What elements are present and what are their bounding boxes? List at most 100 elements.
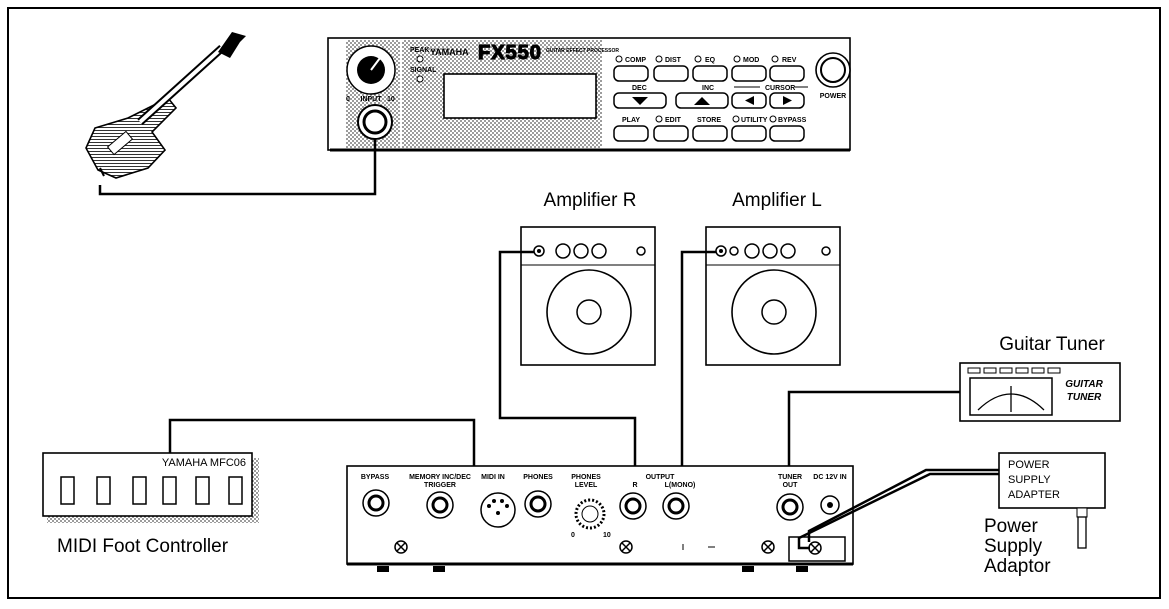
power-label: POWER [820, 93, 846, 100]
rev-label: REV [782, 57, 797, 64]
adapter-caption-line3: Adaptor [984, 556, 1051, 577]
midi-cable [168, 418, 476, 466]
guitar-tuner: GUITAR TUNER [959, 362, 1121, 422]
guitar-cable [98, 139, 377, 196]
foot-controller-caption: MIDI Foot Controller [57, 536, 229, 557]
adapter-cable-b [797, 472, 999, 550]
output-r-jack [619, 492, 647, 520]
phones-label: PHONES [523, 474, 553, 481]
tuner-cable [787, 390, 960, 466]
utility-label: UTILITY [741, 117, 768, 124]
bypass-button[interactable] [769, 125, 805, 142]
midi-foot-controller: YAMAHA MFC06 [42, 452, 259, 523]
up-arrow-icon [694, 97, 710, 105]
model-label: FX550 [478, 42, 542, 64]
cursor-label: CURSOR [765, 85, 795, 92]
output-l-jack [662, 492, 690, 520]
out-label: OUT [783, 482, 799, 489]
adapter-cable-a [807, 468, 999, 542]
foot-switch[interactable] [195, 476, 210, 505]
rear-bypass-label: BYPASS [361, 474, 390, 481]
foot-switch[interactable] [132, 476, 147, 505]
phones-jack [524, 490, 552, 518]
left-arrow-icon [745, 96, 754, 105]
bypass-label: BYPASS [778, 117, 807, 124]
input-max-label: 10 [387, 96, 395, 103]
screw-icon [619, 540, 633, 554]
down-arrow-icon [632, 97, 648, 105]
screw-icon [808, 541, 822, 555]
midi-in-label: MIDI IN [481, 474, 505, 481]
subtitle-label: GUITAR EFFECT PROCESSOR [546, 48, 619, 54]
midi-in-port [480, 492, 516, 528]
comp-button[interactable] [613, 65, 649, 82]
foot-controller-model: YAMAHA MFC06 [162, 457, 246, 469]
level-label: LEVEL [575, 482, 598, 489]
play-button[interactable] [613, 125, 649, 142]
level-max-label: 10 [603, 532, 611, 539]
dist-button[interactable] [653, 65, 689, 82]
level-min-label: 0 [571, 532, 575, 539]
adapter-caption-line1: Power [984, 516, 1039, 537]
screw-icon [394, 540, 408, 554]
signal-label: SIGNAL [410, 67, 437, 74]
adapter-line2: SUPPLY [1008, 474, 1051, 486]
output-l-cable [680, 250, 716, 466]
foot-switch[interactable] [96, 476, 111, 505]
button-row-1: COMP DIST EQ MOD REV [613, 55, 805, 82]
phones-level-label: PHONES [571, 474, 601, 481]
peak-label: PEAK [410, 47, 429, 54]
output-l-label: L(MONO) [665, 482, 696, 489]
bypass-jack [362, 489, 390, 517]
tuner-out-jack [776, 493, 804, 521]
dc-in-label: DC 12V IN [813, 474, 846, 481]
plug-prong [1077, 516, 1087, 549]
right-arrow-icon [783, 96, 792, 105]
memory-label: MEMORY INC/DEC [409, 474, 471, 481]
amplifier-r [520, 226, 656, 366]
rev-button[interactable] [769, 65, 805, 82]
comp-label: COMP [625, 57, 646, 64]
memory-trigger-jack [426, 491, 454, 519]
play-label: PLAY [622, 117, 640, 124]
tuner-out-label: TUNER [778, 474, 802, 481]
output-r-cable [498, 250, 637, 466]
amp-l-label: Amplifier L [732, 190, 822, 211]
diagram-frame [7, 7, 1161, 599]
tuner-title: Guitar Tuner [999, 334, 1105, 355]
store-button[interactable] [692, 125, 728, 142]
edit-button[interactable] [653, 125, 689, 142]
eq-button[interactable] [692, 65, 728, 82]
output-label: OUTPUT [646, 474, 676, 481]
electric-guitar-icon [85, 32, 246, 179]
amplifier-l [705, 226, 841, 366]
adapter-caption-line2: Supply [984, 536, 1043, 557]
input-min-label: 0 [346, 96, 350, 103]
button-row-3: PLAY EDIT STORE UTILITY BYPASS [613, 115, 807, 142]
utility-button[interactable] [731, 125, 767, 142]
foot-switch[interactable] [228, 476, 243, 505]
fx550-rear-panel: BYPASS MEMORY INC/DEC TRIGGER MIDI IN PH… [346, 465, 854, 572]
trigger-label: TRIGGER [424, 482, 456, 489]
tuner-face-line2: TUNER [1067, 392, 1102, 403]
foot-switch[interactable] [162, 476, 177, 505]
eq-label: EQ [705, 57, 716, 64]
dist-label: DIST [665, 57, 682, 64]
adapter-line1: POWER [1008, 459, 1050, 471]
output-r-label: R [632, 482, 637, 489]
dec-label: DEC [632, 85, 647, 92]
adapter-line3: ADAPTER [1008, 489, 1060, 501]
power-supply-adapter: POWER SUPPLY ADAPTER [998, 452, 1106, 549]
screw-icon [761, 540, 775, 554]
mod-button[interactable] [731, 65, 767, 82]
edit-label: EDIT [665, 117, 682, 124]
fx550-unit: 0 INPUT 10 PEAK SIGNAL YAMAHA FX550 GUIT… [327, 37, 851, 152]
input-label: INPUT [361, 96, 383, 103]
amp-r-label: Amplifier R [544, 190, 637, 211]
mod-label: MOD [743, 57, 759, 64]
lcd-display [443, 73, 597, 119]
brand-label: YAMAHA [430, 47, 469, 57]
foot-switch[interactable] [60, 476, 75, 505]
